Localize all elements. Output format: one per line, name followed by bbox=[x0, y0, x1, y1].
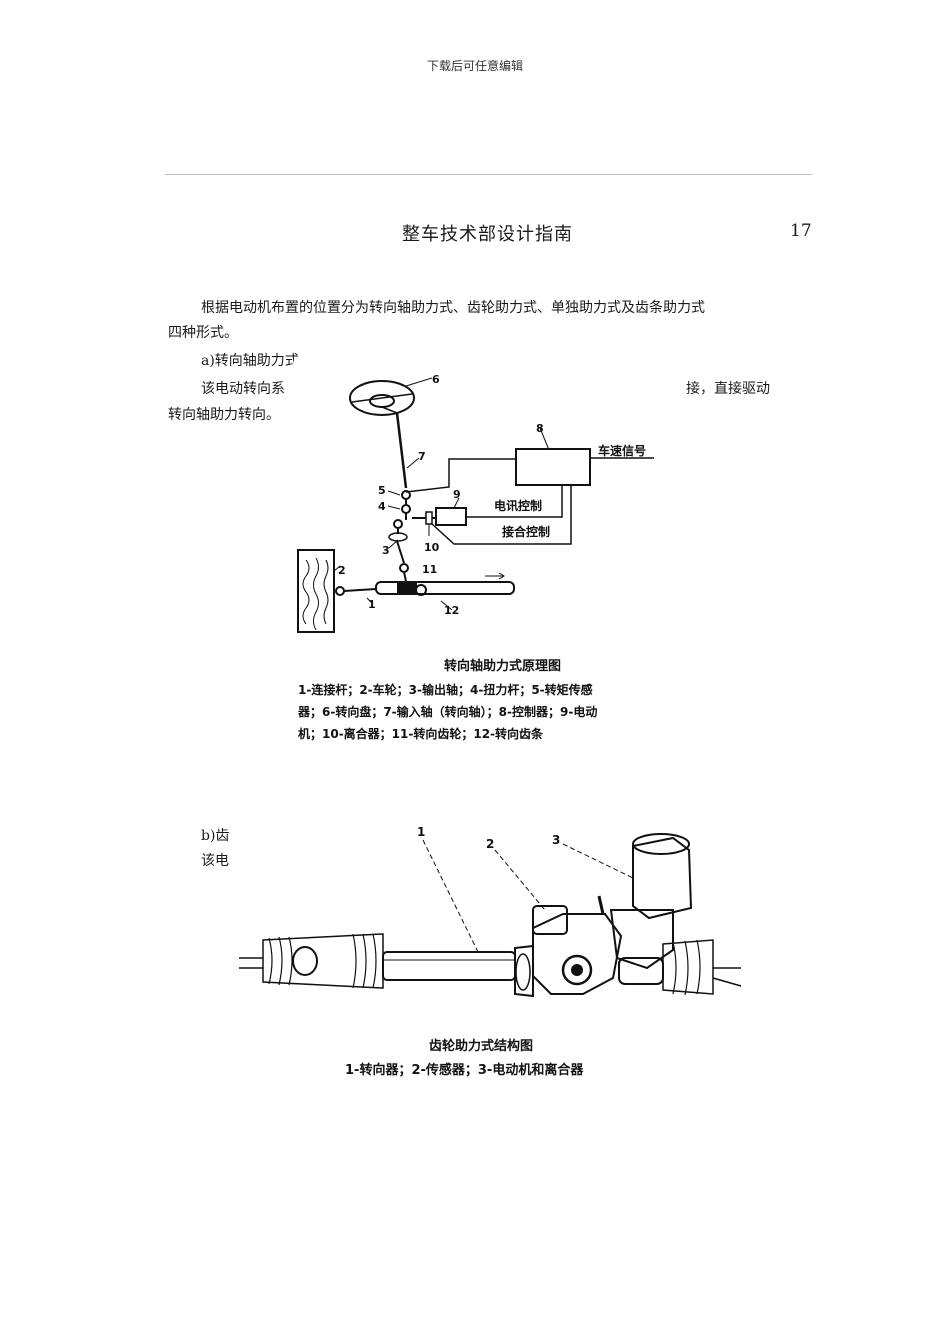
controller-box bbox=[515, 448, 591, 486]
label-7: 7 bbox=[418, 450, 426, 463]
figure1-caption-line1: 1-连接杆；2-车轮；3-输出轴；4-扭力杆；5-转矩传感 bbox=[298, 682, 593, 697]
figure-steering-shaft-assist: 6 7 8 5 4 9 3 10 2 11 1 12 车速信号 电讯控制 接合控… bbox=[294, 358, 684, 750]
item-b-heading: b)齿 bbox=[201, 828, 230, 844]
clutch-control-label: 接合控制 bbox=[502, 524, 550, 539]
page-title: 整车技术部设计指南 bbox=[402, 224, 573, 245]
label-6: 6 bbox=[432, 373, 440, 386]
fig2-label-1: 1 bbox=[417, 825, 425, 839]
label-10: 10 bbox=[424, 541, 440, 554]
sensor-housing-shape bbox=[532, 913, 623, 995]
label-3: 3 bbox=[382, 544, 390, 557]
label-9: 9 bbox=[453, 488, 461, 501]
figure-pinion-assist: 1 2 3 齿轮助力式结构图 1-转向器；2-传感器；3-电动机和离合器 bbox=[233, 818, 745, 1100]
figure1-caption-line3: 机；10-离合器；11-转向齿轮；12-转向齿条 bbox=[298, 726, 544, 741]
figure1-caption-title: 转向轴助力式原理图 bbox=[444, 658, 561, 674]
paragraph-a-line1-right: 接，直接驱动 bbox=[686, 381, 770, 397]
watermark-text: 下载后可任意编辑 bbox=[426, 59, 523, 73]
rack-tube-shape bbox=[382, 951, 516, 981]
label-4: 4 bbox=[378, 500, 386, 513]
paragraph-b-line1: 该电 bbox=[201, 853, 229, 869]
steering-wheel-shape bbox=[349, 380, 415, 416]
label-1: 1 bbox=[368, 598, 376, 611]
label-2: 2 bbox=[338, 564, 346, 577]
figure2-caption-title: 齿轮助力式结构图 bbox=[429, 1038, 533, 1054]
figure1-caption-line2: 器；6-转向盘；7-输入轴（转向轴）；8-控制器；9-电动 bbox=[297, 704, 597, 719]
fig2-label-2: 2 bbox=[486, 837, 494, 851]
motor-body-shape bbox=[632, 836, 693, 920]
figure2-svg: 1 2 3 齿轮助力式结构图 1-转向器；2-传感器；3-电动机和离合器 bbox=[239, 825, 742, 1078]
paragraph-a-line2: 转向轴助力转向。 bbox=[168, 407, 280, 423]
road-wheel-box bbox=[297, 549, 335, 633]
paragraph-intro-line2: 四种形式。 bbox=[168, 325, 238, 341]
label-11: 11 bbox=[422, 563, 437, 576]
label-5: 5 bbox=[378, 484, 386, 497]
fig2-label-3: 3 bbox=[552, 833, 560, 847]
header-rule bbox=[165, 174, 812, 175]
figure2-caption-line1: 1-转向器；2-传感器；3-电动机和离合器 bbox=[345, 1062, 584, 1078]
paragraph-intro-line1: 根据电动机布置的位置分为转向轴助力式、齿轮助力式、单独助力式及齿条助力式 bbox=[201, 300, 705, 316]
page-number: 17 bbox=[790, 221, 812, 241]
label-12: 12 bbox=[444, 604, 459, 617]
paragraph-a-line1-left: 该电动转向系 bbox=[201, 381, 285, 397]
steering-rack-shape bbox=[375, 581, 515, 595]
speed-signal-label: 车速信号 bbox=[598, 443, 646, 458]
motor-control-label: 电讯控制 bbox=[494, 498, 542, 513]
label-8: 8 bbox=[536, 422, 544, 435]
figure1-svg: 6 7 8 5 4 9 3 10 2 11 1 12 车速信号 电讯控制 接合控… bbox=[297, 373, 654, 741]
item-a-heading: a)转向轴助力式 bbox=[201, 353, 299, 369]
